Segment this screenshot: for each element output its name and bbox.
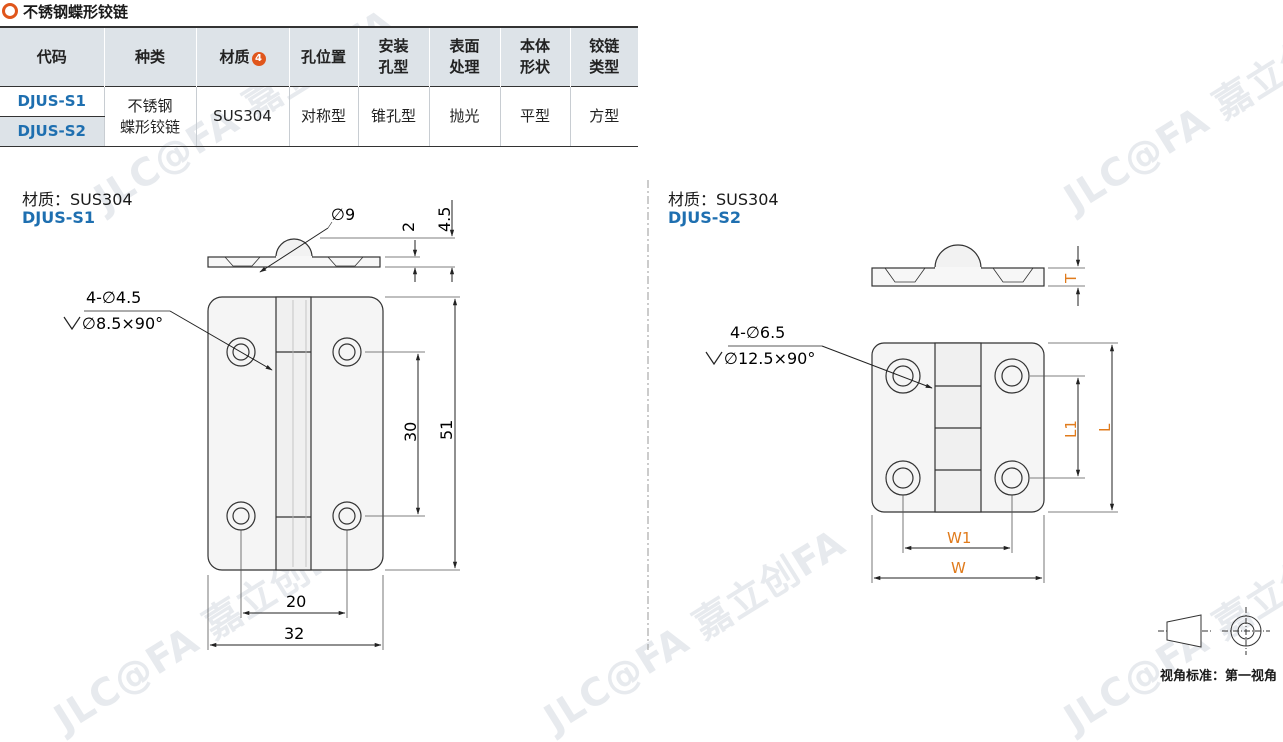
material-note-badge: 4 bbox=[251, 51, 266, 66]
w-dim: W bbox=[951, 559, 966, 577]
section-title: 不锈钢蝶形铰链 bbox=[2, 1, 128, 21]
countersink-icon bbox=[705, 351, 723, 366]
l1-dim: L1 bbox=[1062, 420, 1080, 438]
l-dim: L bbox=[1096, 423, 1114, 432]
plate-thickness-dim: 2 bbox=[399, 222, 418, 232]
body-shape-cell: 平型 bbox=[499, 86, 570, 147]
table-row: DJUS-S1 不锈钢蝶形铰链 SUS304 对称型 锥孔型 抛光 平型 方型 bbox=[0, 86, 638, 147]
s2-hole-spec-dim: 4-∅6.5 bbox=[730, 323, 785, 342]
width-dim: 32 bbox=[284, 624, 304, 643]
header-hinge-type: 铰链类型 bbox=[569, 26, 638, 87]
w1-dim: W1 bbox=[947, 529, 971, 547]
mount-hole-cell: 锥孔型 bbox=[357, 86, 429, 147]
first-angle-projection-icon bbox=[1158, 607, 1270, 655]
s2-countersink-spec-dim: ∅12.5×90° bbox=[724, 349, 815, 368]
hole-pitch-v-dim: 30 bbox=[401, 422, 420, 442]
projection-standard-label: 视角标准：第一视角 bbox=[1159, 669, 1277, 684]
length-dim: 51 bbox=[437, 420, 456, 440]
s1-side-view bbox=[207, 238, 381, 268]
surface-cell: 抛光 bbox=[428, 86, 500, 147]
right-code-label: DJUS-S2 bbox=[668, 208, 742, 227]
hole-spec-dim: 4-∅4.5 bbox=[86, 288, 141, 307]
hinge-type-cell: 方型 bbox=[569, 86, 638, 147]
hole-position-cell: 对称型 bbox=[288, 86, 358, 147]
s2-side-view bbox=[871, 244, 1045, 287]
code-cell[interactable]: DJUS-S2 bbox=[0, 116, 104, 147]
type-cell: 不锈钢蝶形铰链 bbox=[103, 86, 196, 147]
code-cell[interactable]: DJUS-S1 bbox=[0, 86, 104, 117]
title-text: 不锈钢蝶形铰链 bbox=[23, 2, 129, 21]
height-dim: 4.5 bbox=[435, 207, 454, 232]
header-code: 代码 bbox=[0, 26, 104, 87]
countersink-icon bbox=[63, 316, 81, 331]
header-mount-hole: 安装孔型 bbox=[357, 26, 429, 87]
material-cell: SUS304 bbox=[195, 86, 289, 147]
left-code-label: DJUS-S1 bbox=[22, 208, 96, 227]
right-material-label: 材质：SUS304 bbox=[668, 190, 779, 209]
s2-front-view bbox=[871, 342, 1045, 513]
header-hole-position: 孔位置 bbox=[288, 26, 358, 87]
thickness-dim: T bbox=[1062, 273, 1080, 284]
header-surface: 表面处理 bbox=[428, 26, 500, 87]
technical-drawing: ∅9 2 4.5 4-∅4.5 ∅8.5×90° 30 51 20 32 bbox=[63, 180, 1270, 655]
header-type: 种类 bbox=[103, 26, 196, 87]
pin-dia-dim: ∅9 bbox=[331, 205, 355, 224]
countersink-spec-dim: ∅8.5×90° bbox=[82, 314, 163, 333]
s1-front-view bbox=[207, 296, 384, 571]
left-material-label: 材质：SUS304 bbox=[22, 190, 133, 209]
circle-bullet-icon bbox=[2, 3, 18, 19]
header-body-shape: 本体形状 bbox=[499, 26, 570, 87]
hole-pitch-h-dim: 20 bbox=[286, 592, 306, 611]
table-row: DJUS-S2 bbox=[0, 116, 638, 147]
